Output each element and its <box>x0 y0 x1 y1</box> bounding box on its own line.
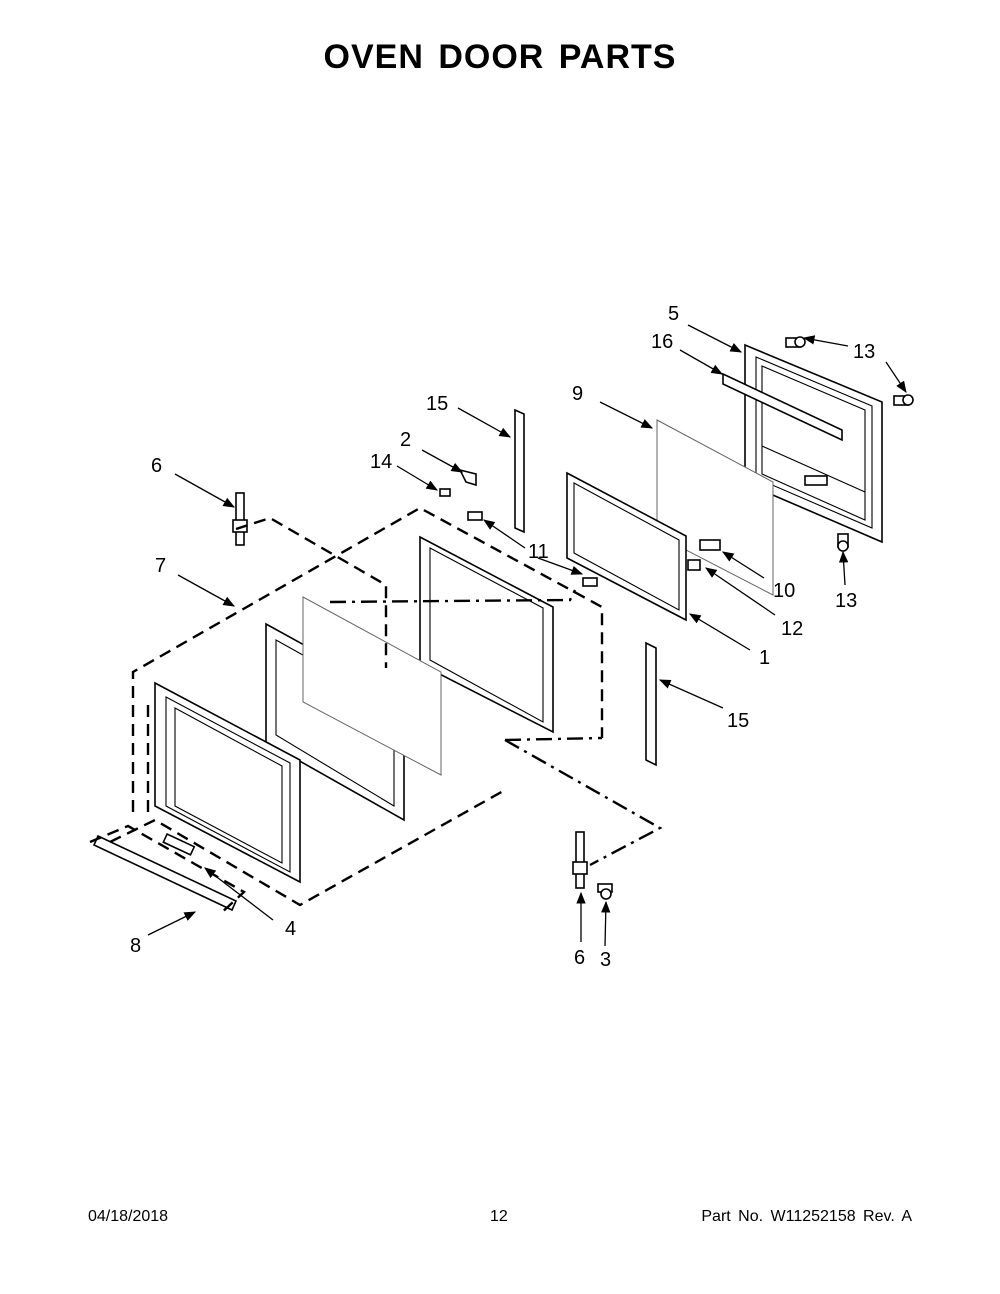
screw-13-top <box>785 336 806 348</box>
clip-2 <box>458 468 477 487</box>
callout-10: 10 <box>773 580 795 602</box>
insulation-strip-15-upper <box>514 408 525 534</box>
callout-11: 11 <box>528 541 549 563</box>
leader-arrows <box>147 324 907 947</box>
screw-11-b <box>582 577 598 587</box>
glass-pack-frame-1 <box>566 471 721 622</box>
callout-9: 9 <box>572 383 583 405</box>
screw-3 <box>597 883 613 900</box>
callout-13: 13 <box>835 590 857 612</box>
callout-16: 16 <box>651 331 673 353</box>
outer-door-panel-4 <box>154 681 301 884</box>
callout-2: 2 <box>400 429 411 451</box>
callout-8: 8 <box>130 935 141 957</box>
callout-6: 6 <box>151 455 162 477</box>
hinge-6-left <box>232 492 248 546</box>
callout-3: 3 <box>600 949 611 971</box>
spring-14 <box>439 488 451 497</box>
footer-page-number: 12 <box>490 1208 508 1225</box>
screw-11-a <box>467 511 483 521</box>
callout-15: 15 <box>727 710 749 732</box>
page-title: OVEN DOOR PARTS <box>323 38 677 76</box>
footer-date: 04/18/2018 <box>88 1208 169 1225</box>
gasket-rail <box>722 372 843 442</box>
callout-7: 7 <box>155 555 166 577</box>
inner-door-frame <box>744 343 883 544</box>
assembly-outlines <box>89 506 663 915</box>
footer-part-number: Part No. W11252158 Rev. A <box>701 1208 912 1225</box>
callout-12: 12 <box>781 618 803 640</box>
callout-14: 14 <box>370 451 392 473</box>
callout-6: 6 <box>574 947 585 969</box>
callout-1: 1 <box>759 647 770 669</box>
callout-13: 13 <box>853 341 875 363</box>
door-handle-8 <box>92 834 238 912</box>
hinge-6-right <box>572 831 588 889</box>
screw-13-bottom <box>837 533 849 552</box>
callout-5: 5 <box>668 303 679 325</box>
callout-labels: 5 16 13 9 15 2 14 6 11 7 10 13 12 1 15 4… <box>130 303 875 971</box>
door-glass-9 <box>656 419 774 596</box>
callout-15: 15 <box>426 393 448 415</box>
door-liner-frame <box>265 535 554 822</box>
insulation-strip-15-lower <box>645 641 657 767</box>
callout-4: 4 <box>285 918 296 940</box>
screw-13-right <box>893 394 914 406</box>
